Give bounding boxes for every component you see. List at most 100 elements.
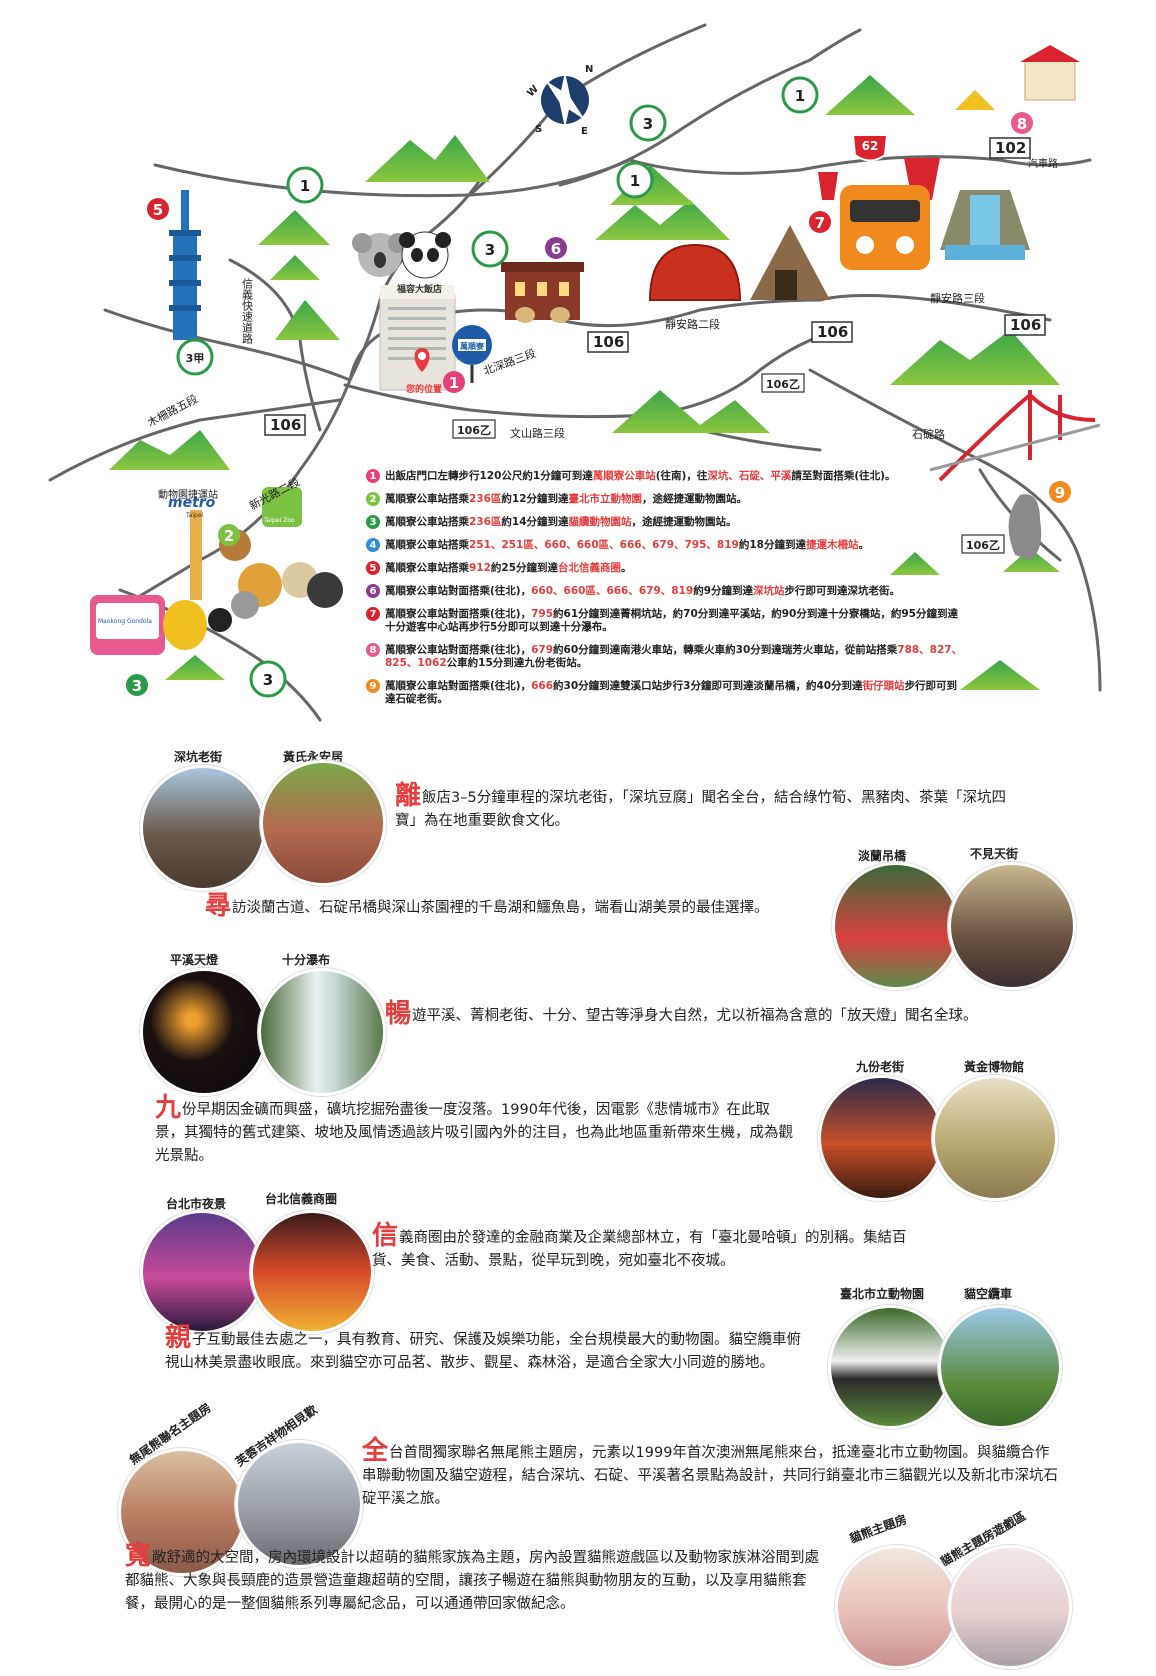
svg-text:62: 62 — [862, 139, 879, 153]
legend-segment: ，途經捷運動物園站。 — [631, 516, 737, 528]
legend-segment: 約25分鐘到達 — [490, 562, 559, 574]
svg-text:2: 2 — [224, 527, 234, 545]
section-xinyi: 信義商圈由於發達的金融商業及企業總部林立，有「臺北曼哈頓」的別稱。集結百貨、美食… — [372, 1221, 907, 1269]
legend-text: 萬順寮公車站對面搭乘(往北)，679約60分鐘到達南港火車站，轉乘火車約30分到… — [385, 644, 966, 670]
road-106-label-d: 106 — [264, 414, 306, 436]
legend-segment: 萬順寮公車站搭乘 — [385, 493, 469, 505]
svg-text:Maokong Gondola: Maokong Gondola — [98, 618, 152, 625]
photo-caption: 深坑老街 — [174, 750, 223, 764]
svg-text:6: 6 — [551, 240, 561, 258]
legend-segment: 約18分鐘到達 — [738, 539, 806, 551]
jingan2-road-label: 靜安路二段 — [665, 317, 720, 331]
road-106-label-c: 106 — [1004, 314, 1046, 336]
svg-text:102: 102 — [995, 139, 1026, 157]
area-map: W N S E 您的位置 萬順 — [48, 23, 1102, 722]
you-are-here-label: 您的位置 — [406, 383, 442, 395]
legend-text: 萬順寮公車站搭乘236區約14分鐘到達貓纜動物園站，途經捷運動物園站。 — [385, 516, 966, 529]
legend-segment: 萬順寮公車站對面搭乘(往北)， — [385, 608, 532, 620]
photo-caption: 平溪天燈 — [170, 953, 219, 967]
shenkeng-old-street-photo — [140, 765, 266, 891]
legend-segment: 再步行5分即可以到達十分瀑布。 — [458, 621, 613, 633]
legend-segment: 。 — [621, 562, 632, 574]
svg-text:5: 5 — [153, 201, 163, 219]
legend-highlight: 貓纜動物園站 — [568, 516, 632, 528]
photo-caption: 貓空纜車 — [964, 1287, 1013, 1301]
road-3jia-shield: 3甲 — [176, 338, 214, 376]
photo-caption: 臺北市立動物園 — [840, 1287, 925, 1301]
xinyi-expressway-label: 信義快速道路 — [241, 278, 254, 345]
svg-text:萬順寮: 萬順寮 — [460, 341, 485, 351]
svg-text:106: 106 — [1010, 316, 1041, 334]
legend-text: 萬順寮公車站對面搭乘(往北)，666約30分鐘到達雙溪口站步行3分鐘即可到達淡蘭… — [385, 680, 966, 706]
legend-number-badge: 5 — [366, 561, 380, 575]
highway-labels: 102 106 106 106 106 106乙 106乙 106乙 — [264, 137, 1046, 554]
legend-segment: 步行即可到達石碇老街。 — [385, 680, 958, 705]
taipei-zoo-photo — [828, 1305, 952, 1429]
panda-icon — [399, 231, 451, 279]
photo-caption: 不見天街 — [970, 847, 1019, 861]
legend-number-badge: 6 — [366, 584, 380, 598]
legend-highlight: 788、827、825、1062 — [385, 644, 963, 669]
road-106yi-label-b: 106乙 — [452, 419, 496, 439]
shidie-road-label: 石碇路 — [912, 427, 945, 441]
zoo-logo-icon: Taipei Zoo — [262, 487, 302, 527]
road-shields: 1 1 1 3 3 3 3甲 62 — [176, 76, 889, 698]
section-zoo: 親子互動最佳去處之一，具有教育、研究、保護及娛樂功能，全台規模最大的動物園。貓空… — [165, 1323, 802, 1371]
shiding-sculpture-icon — [1008, 494, 1042, 560]
road-1-shield-c: 1 — [781, 76, 819, 114]
legend-highlight: 台北信義商圈 — [558, 562, 622, 574]
svg-text:3: 3 — [643, 115, 653, 133]
taipei-night-view-photo — [140, 1210, 264, 1334]
legend-row-9: 9 萬順寮公車站對面搭乘(往北)，666約30分鐘到達雙溪口站步行3分鐘即可到達淡… — [366, 679, 966, 706]
jiufen-icon — [955, 45, 1080, 110]
road-62-shield: 62 — [851, 134, 889, 162]
svg-text:3甲: 3甲 — [186, 352, 205, 365]
shenkeng-station-icon — [501, 262, 584, 323]
road-106yi-label-c: 106乙 — [961, 534, 1005, 554]
legend-segment: ，途經捷運動物園站。 — [642, 493, 748, 505]
road-3-shield-b: 3 — [471, 230, 509, 268]
svg-text:106乙: 106乙 — [966, 539, 1000, 552]
legend-segment: 約14分鐘到達 — [501, 516, 569, 528]
legend-row-5: 5 萬順寮公車站搭乘912約25分鐘到達台北信義商圈。 — [366, 561, 966, 575]
legend-segment: 萬順寮公車站對面搭乘(往北)， — [385, 680, 532, 692]
legend-segment: 公車約15分到達九份老街站。 — [446, 657, 588, 669]
svg-text:106乙: 106乙 — [766, 378, 800, 391]
legend-highlight: 街仔頭站 — [862, 680, 905, 692]
svg-text:106: 106 — [817, 323, 848, 341]
section-pingxi: 暢遊平溪、菁桐老街、十分、望古等淨身大自然，尤以祈福為含意的「放天燈」聞名全球。 — [385, 999, 978, 1029]
marker-2: 2 — [218, 524, 240, 546]
marker-3: 3 — [126, 674, 148, 696]
section-koala-room: 全台首間獨家聯名無尾熊主題房，元素以1999年首次澳洲無尾熊來台，抵達臺北市立動… — [362, 1436, 1058, 1507]
waterfall-icon — [940, 190, 1030, 260]
current-location-pin-icon — [414, 348, 430, 372]
panda-play-area-photo — [948, 1545, 1072, 1669]
legend-highlight: 251、251區、660、660區、666、679、795、819 — [469, 539, 739, 551]
legend-segment: 。 — [858, 539, 869, 551]
legend-number-badge: 9 — [366, 679, 380, 693]
koala-icon — [352, 233, 408, 277]
legend-segment: 萬順寮公車站搭乘 — [385, 539, 469, 551]
marker-9: 9 — [1049, 481, 1071, 503]
legend-text: 萬順寮公車站對面搭乘(往北)，795約61分鐘到達菁桐坑站，約70分到達平溪站，… — [385, 608, 966, 634]
road-3-shield-a: 3 — [629, 104, 667, 142]
legend-text: 萬順寮公車站搭乘912約25分鐘到達台北信義商圈。 — [385, 562, 966, 575]
svg-text:3: 3 — [132, 677, 142, 695]
photo-caption: 貓熊主題房 — [847, 1512, 909, 1546]
gold-museum-photo — [932, 1075, 1058, 1201]
svg-text:106乙: 106乙 — [457, 424, 491, 437]
svg-text:N: N — [585, 64, 593, 75]
photo-caption: 淡蘭吊橋 — [858, 849, 907, 863]
shifen-waterfall-photo — [258, 968, 386, 1096]
svg-text:S: S — [535, 124, 542, 135]
mine-icon — [750, 225, 830, 300]
legend-number-badge: 7 — [366, 607, 380, 621]
marker-8: 8 — [1011, 112, 1033, 134]
svg-text:7: 7 — [815, 214, 825, 232]
